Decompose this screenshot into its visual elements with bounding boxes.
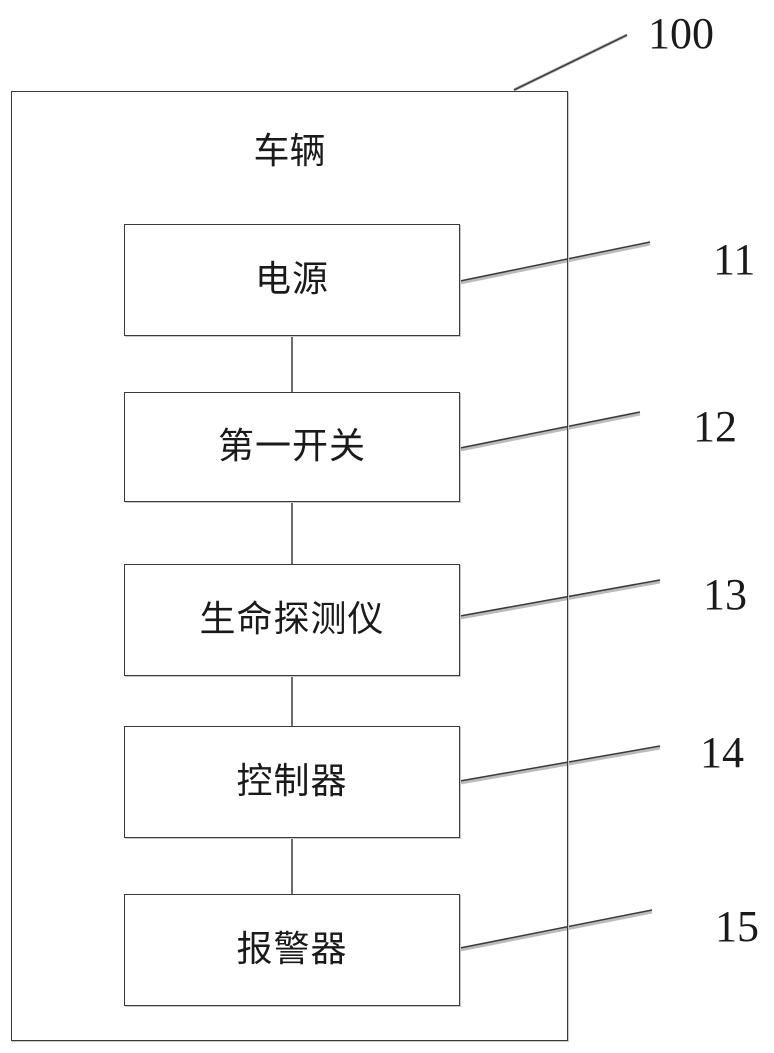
reference-number-main: 100 [648, 9, 714, 58]
alarm-block: 报警器 [124, 894, 460, 1006]
vehicle-label: 车辆 [253, 131, 326, 172]
reference-number-14: 14 [700, 728, 744, 777]
leader-line-main [513, 33, 628, 92]
reference-number-13: 13 [703, 570, 747, 619]
power-supply-block: 电源 [124, 224, 460, 336]
reference-number-12: 12 [693, 402, 737, 451]
life-detector-label: 生命探测仪 [199, 599, 385, 640]
reference-number-11: 11 [713, 235, 756, 284]
first-switch-block: 第一开关 [124, 392, 460, 502]
alarm-label: 报警器 [236, 929, 348, 970]
vehicle-container [11, 91, 568, 1041]
power-supply-label: 电源 [254, 259, 329, 300]
first-switch-label: 第一开关 [217, 426, 366, 467]
reference-number-15: 15 [715, 902, 759, 951]
controller-label: 控制器 [236, 761, 348, 802]
controller-block: 控制器 [124, 726, 460, 838]
life-detector-block: 生命探测仪 [124, 564, 460, 676]
